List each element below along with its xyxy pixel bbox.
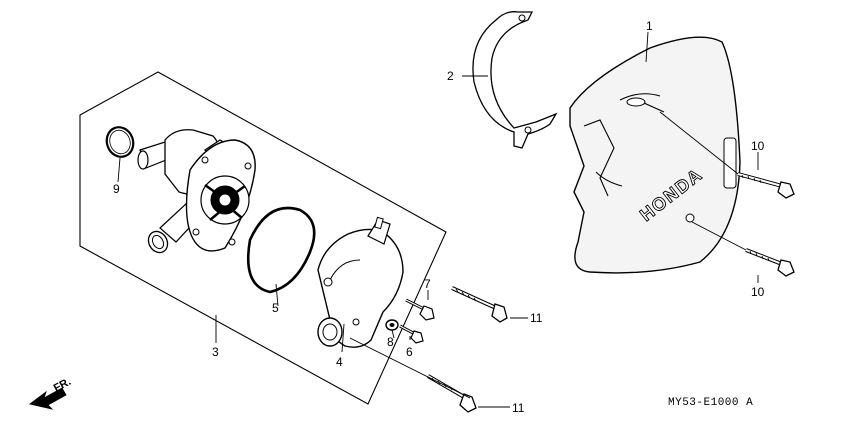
pump-side-cover: HONDA: [569, 36, 741, 274]
callout-3: 3: [212, 345, 219, 359]
diagram-code: MY53-E1000 A: [668, 397, 754, 409]
callout-1: 1: [646, 19, 653, 33]
callout-6: 6: [406, 345, 413, 359]
cover-bracket-strap: [472, 11, 558, 149]
flange-bolt-11-upper: [451, 286, 508, 323]
pump-gasket-ring: [246, 206, 316, 294]
pump-cover-housing: [317, 216, 404, 348]
flange-bolt-11-lower: [426, 374, 477, 413]
front-direction-indicator: FR.: [29, 376, 73, 410]
front-arrow-icon: [29, 387, 67, 410]
callout-7: 7: [424, 277, 431, 291]
cover-bolt-10-upper: [737, 172, 795, 199]
bolt-small-7: [405, 298, 435, 321]
leader-lines: [117, 31, 759, 408]
front-label: FR.: [52, 376, 73, 395]
assembly-frame: [79, 71, 447, 405]
callout-4: 4: [336, 355, 343, 369]
callout-2: 2: [447, 69, 454, 83]
washer-8: [385, 319, 399, 331]
callout-10-lower: 10: [751, 285, 765, 299]
callout-11-upper: 11: [530, 311, 543, 325]
callout-10-upper: 10: [751, 139, 765, 153]
water-pump-body: [137, 129, 256, 254]
callout-11-lower: 11: [512, 401, 525, 415]
callout-5: 5: [272, 301, 279, 315]
callout-8: 8: [387, 335, 394, 349]
callout-9: 9: [113, 182, 120, 196]
cover-bolt-10-lower: [745, 248, 795, 277]
bolt-small-6: [399, 324, 424, 344]
o-ring-small: [105, 126, 135, 158]
